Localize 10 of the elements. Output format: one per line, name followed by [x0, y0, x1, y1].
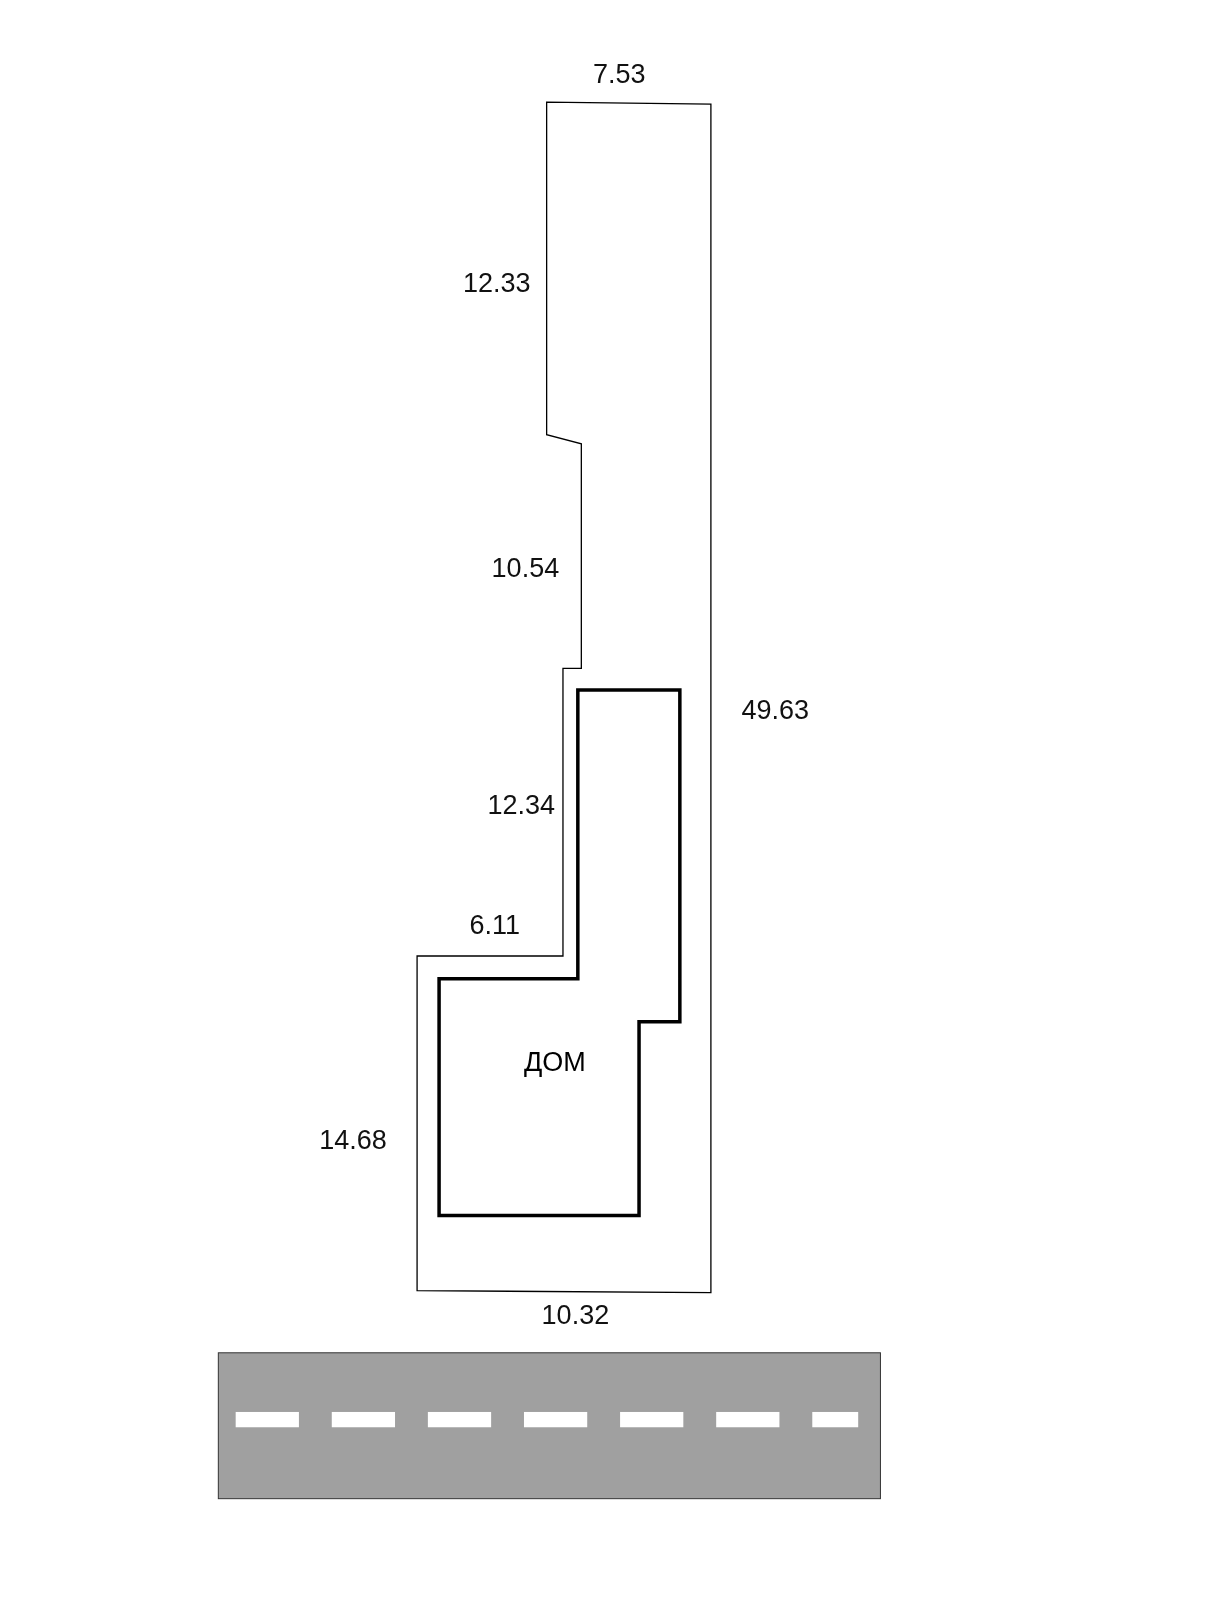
- dimension-label: 12.34: [487, 789, 556, 821]
- dimension-label: 10.54: [491, 552, 560, 584]
- dimension-label: 49.63: [741, 694, 810, 726]
- house-label: ДОМ: [524, 1046, 586, 1078]
- dimension-label: 12.33: [463, 267, 531, 299]
- dimension-label: 6.11: [469, 909, 521, 941]
- house-outline: [434, 685, 684, 1220]
- dimension-label: 14.68: [319, 1124, 387, 1156]
- dimension-label: 7.53: [592, 58, 646, 90]
- dimension-label: 10.32: [541, 1299, 610, 1331]
